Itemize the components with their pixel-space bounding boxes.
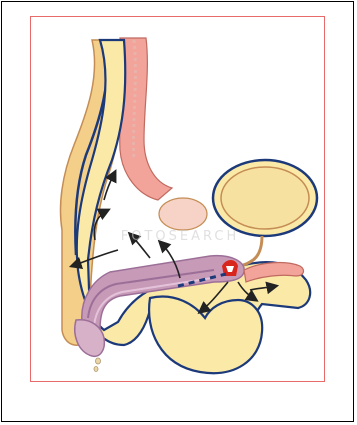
watermark-text: FOTOSEARCH [121, 229, 239, 244]
rectum [120, 38, 172, 200]
droplets [94, 358, 101, 372]
bladder-inner [221, 167, 309, 229]
seminal-vesicle [159, 198, 207, 230]
